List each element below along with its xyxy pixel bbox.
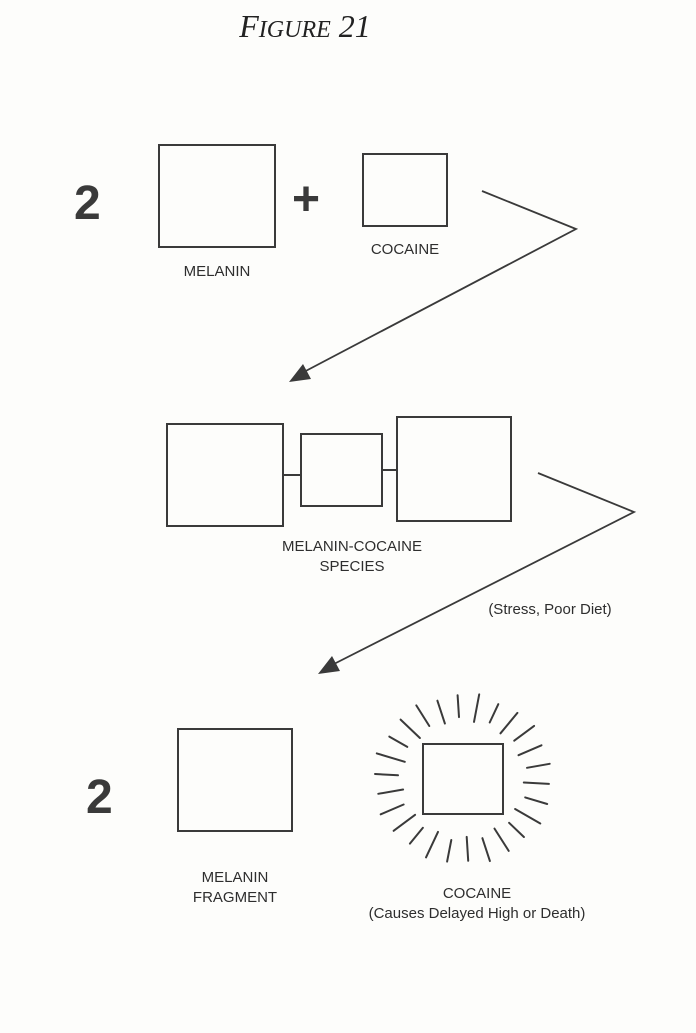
reaction-arrow-1-line <box>299 190 579 375</box>
ray <box>473 693 481 723</box>
melanin-coefficient: 2 <box>74 177 101 230</box>
ray <box>526 762 551 769</box>
fragment-label: MELANIN FRAGMENT <box>160 868 310 908</box>
ray <box>522 781 550 785</box>
ray <box>465 835 470 862</box>
melanin-box <box>158 144 276 248</box>
ray <box>514 808 542 825</box>
fragment-label-line1: MELANIN <box>201 869 269 886</box>
species-label: MELANIN-COCAINE SPECIES <box>244 537 460 577</box>
released-cocaine-effect: (Causes Delayed High or Death) <box>368 905 586 922</box>
released-cocaine-name: COCAINE <box>442 885 512 902</box>
ray <box>493 827 510 852</box>
ray <box>513 724 536 742</box>
ray <box>446 839 453 863</box>
title-initial: F <box>239 8 259 44</box>
melanin-label: MELANIN <box>183 263 251 280</box>
ray <box>415 704 431 727</box>
ray <box>425 830 439 859</box>
fragment-label-line2: FRAGMENT <box>192 889 278 906</box>
melanin-fragment-box <box>177 728 293 832</box>
reaction-arrow-1-head <box>289 364 311 382</box>
species-label-line2: SPECIES <box>319 558 385 575</box>
ray <box>508 821 525 838</box>
ray <box>377 788 405 795</box>
ray <box>379 803 405 816</box>
ray <box>517 744 543 757</box>
ray <box>392 813 417 832</box>
ray <box>481 837 491 863</box>
ray <box>499 711 519 735</box>
reaction-arrow-2-line <box>329 472 637 667</box>
ray <box>399 718 421 739</box>
reaction-arrow-2-head <box>318 656 340 674</box>
released-cocaine-label: COCAINE (Causes Delayed High or Death) <box>336 884 618 924</box>
ray <box>408 826 424 845</box>
species-melanin-box-left <box>166 423 284 527</box>
figure-title: FIGURE 21 <box>0 8 610 45</box>
ray <box>388 735 409 748</box>
figure-number: 21 <box>338 8 371 44</box>
ray <box>524 796 549 805</box>
ray <box>436 699 446 725</box>
released-cocaine-box <box>422 743 504 815</box>
cocaine-box <box>362 153 448 227</box>
title-rest: IGURE <box>258 17 331 43</box>
cocaine-radiating-rays <box>374 693 551 863</box>
ray <box>374 773 399 777</box>
species-label-line1: MELANIN-COCAINE <box>281 538 423 555</box>
ray <box>375 752 406 763</box>
cocaine-label: COCAINE <box>370 241 440 258</box>
reaction-condition: (Stress, Poor Diet) <box>488 601 612 618</box>
species-melanin-box-right <box>396 416 512 522</box>
fragment-coefficient: 2 <box>86 771 113 824</box>
species-cocaine-box <box>300 433 383 507</box>
plus-sign: + <box>292 173 321 226</box>
ray <box>456 694 460 719</box>
ray <box>488 703 500 724</box>
